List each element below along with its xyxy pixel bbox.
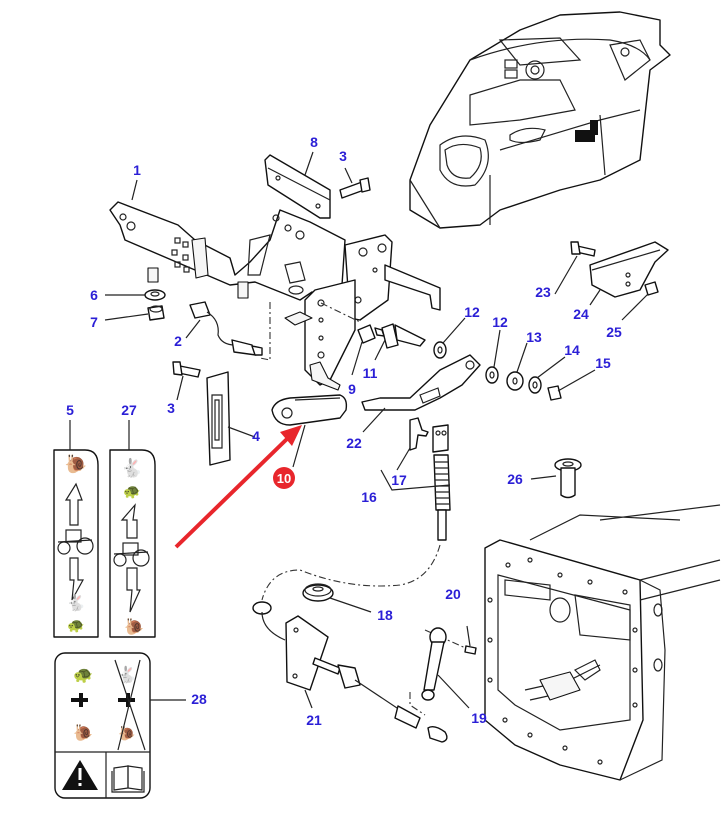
turtle-icon: 🐢 — [123, 483, 140, 499]
highlight-arrow — [174, 425, 302, 549]
dash-line-switch — [259, 302, 271, 361]
part-3-bolt-lower — [172, 361, 201, 378]
snail-icon: 🐌 — [124, 618, 144, 636]
transmission-housing — [484, 504, 721, 781]
part-18-grommet — [302, 583, 334, 602]
callout-2[interactable]: 2 — [174, 333, 182, 349]
callout-23[interactable]: 23 — [535, 284, 551, 300]
callout-15[interactable]: 15 — [595, 355, 611, 371]
callout-21[interactable]: 21 — [306, 712, 322, 728]
part-23-bolt — [570, 241, 596, 257]
callout-1[interactable]: 1 — [133, 162, 141, 178]
part-7-nut — [147, 305, 165, 321]
callout-11[interactable]: 11 — [362, 365, 378, 381]
part-20-pin — [464, 645, 477, 655]
callout-3-lower[interactable]: 3 — [167, 400, 175, 416]
callout-19[interactable]: 19 — [471, 710, 487, 726]
arrow-up-icon — [64, 482, 83, 526]
plus-icon — [71, 693, 88, 707]
part-14-washer — [528, 376, 542, 394]
label-bracket-16 — [380, 469, 451, 491]
arrow-up-icon — [120, 503, 138, 539]
rabbit-icon: 🐇 — [66, 593, 86, 612]
callout-7[interactable]: 7 — [90, 314, 98, 330]
tractor-icon — [57, 529, 94, 555]
dash-line-9 — [320, 302, 361, 323]
part-15-nut — [547, 385, 562, 401]
arrow-down-icon — [126, 567, 141, 613]
lever-mount-plate — [284, 234, 441, 391]
dash-line-cable — [261, 544, 441, 601]
snail-icon: 🐌 — [65, 454, 87, 474]
dash-line-19 — [409, 692, 426, 716]
snail-icon: 🐌 — [73, 724, 93, 742]
part-12-washer-a — [433, 341, 447, 359]
part-16-cable-assembly — [432, 424, 451, 541]
callout-27[interactable]: 27 — [121, 402, 137, 418]
callout-24[interactable]: 24 — [573, 306, 589, 322]
callout-6[interactable]: 6 — [90, 287, 98, 303]
callout-3-top[interactable]: 3 — [339, 148, 347, 164]
part-25-nut — [644, 281, 659, 296]
part-26-bush — [554, 458, 582, 499]
dash-line-20 — [424, 629, 471, 651]
part-17-clip — [409, 417, 429, 451]
callout-17[interactable]: 17 — [391, 472, 407, 488]
rabbit-icon: 🐇 — [121, 457, 143, 478]
part-8-cover-plate — [264, 154, 331, 219]
callout-12b[interactable]: 12 — [492, 314, 508, 330]
callout-12a[interactable]: 12 — [464, 304, 480, 320]
decal-5: 🐌 🐇 🐢 — [53, 449, 99, 638]
warning-triangle-icon — [62, 760, 98, 790]
part-4-gate-plate — [206, 371, 231, 466]
part-12-washer-b — [485, 366, 499, 384]
part-21-cable-bracket — [252, 601, 448, 743]
callout-4[interactable]: 4 — [252, 428, 260, 444]
part-11-stud — [374, 323, 426, 349]
callout-22[interactable]: 22 — [346, 435, 362, 451]
part-13-spacer — [506, 371, 524, 391]
callout-28[interactable]: 28 — [191, 691, 207, 707]
decal-28: 🐢 🐇 🐌 🐌 — [54, 652, 151, 799]
callout-13[interactable]: 13 — [526, 329, 542, 345]
turtle-icon: 🐢 — [67, 617, 84, 633]
callout-5[interactable]: 5 — [66, 402, 74, 418]
part-2-switch — [189, 301, 263, 356]
callout-16[interactable]: 16 — [361, 489, 377, 505]
plus-crossed-icon — [118, 693, 135, 707]
part-3-bolt-top — [339, 177, 371, 199]
part-24-bracket — [589, 241, 669, 298]
callout-9[interactable]: 9 — [348, 381, 356, 397]
manual-book-icon — [111, 765, 145, 793]
callout-26[interactable]: 26 — [507, 471, 523, 487]
part-9-nut — [357, 324, 376, 344]
part-6-washer — [144, 289, 166, 301]
turtle-icon: 🐢 — [73, 667, 93, 684]
part-19-lever-arm — [421, 627, 447, 701]
part-22-selector-lever — [361, 354, 481, 411]
callout-25[interactable]: 25 — [606, 324, 622, 340]
callout-8[interactable]: 8 — [310, 134, 318, 150]
arrow-down-icon — [69, 557, 85, 601]
callout-18[interactable]: 18 — [377, 607, 393, 623]
callout-14[interactable]: 14 — [564, 342, 580, 358]
part-10-lever-knob — [271, 394, 348, 426]
decal-27: 🐇 🐢 🐌 — [109, 449, 156, 638]
callout-20[interactable]: 20 — [445, 586, 461, 602]
part-1-bracket — [109, 201, 346, 301]
console-housing — [409, 11, 671, 229]
leader-lines — [69, 151, 649, 709]
tractor-icon — [113, 542, 150, 567]
callout-10-highlighted[interactable]: 10 — [273, 467, 295, 489]
